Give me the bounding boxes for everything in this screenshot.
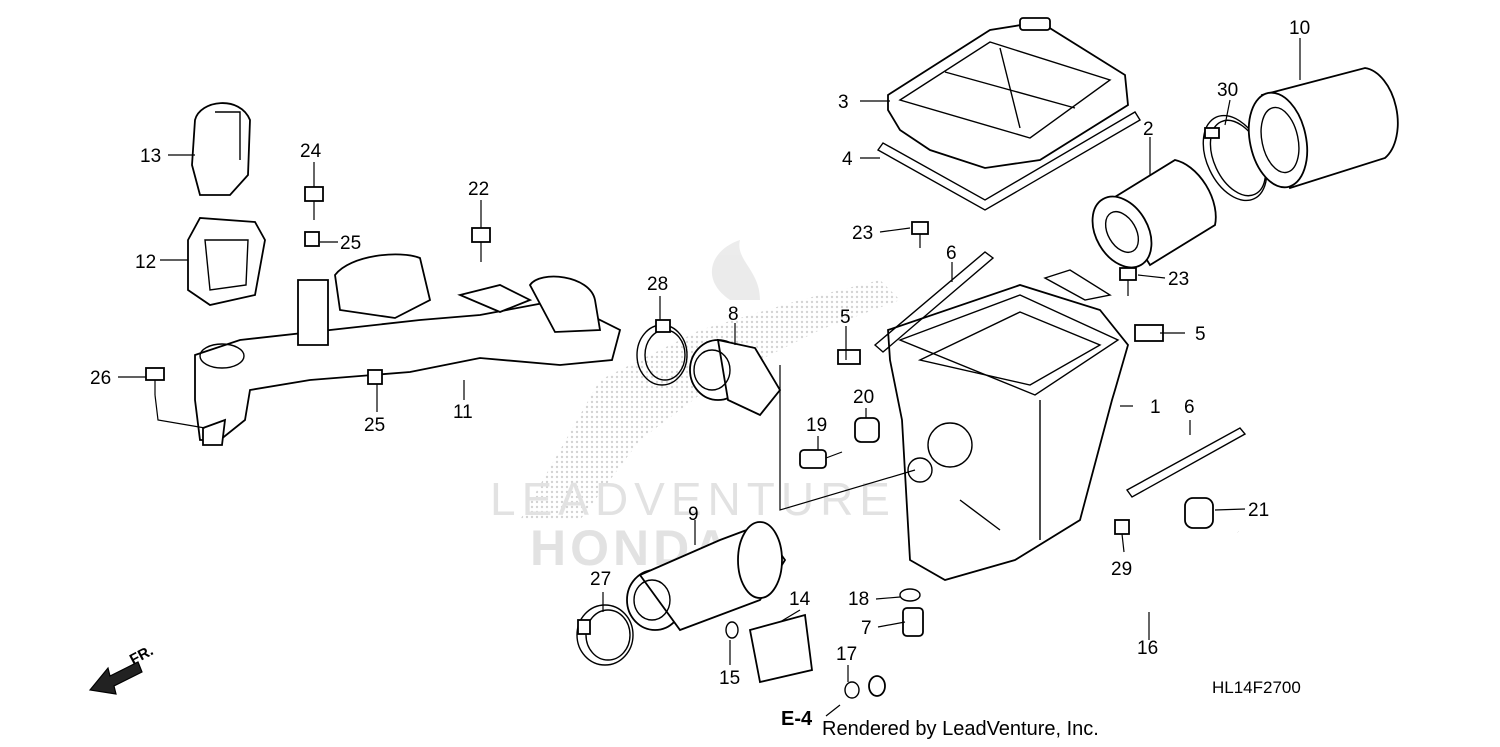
callout-13: 13 — [140, 146, 161, 167]
front-direction-arrow: FR. — [88, 642, 156, 695]
part-grommet-21 — [1184, 497, 1214, 529]
callout-5-right: 5 — [1195, 324, 1206, 345]
part-snorkel — [191, 102, 251, 196]
callout-23-right: 23 — [1168, 269, 1189, 290]
part-bolt-22 — [471, 227, 491, 262]
callout-4: 4 — [842, 149, 853, 170]
callout-14: 14 — [789, 589, 811, 610]
part-clip-18 — [899, 588, 921, 602]
part-strap-upper — [873, 251, 995, 353]
callout-25-upper: 25 — [340, 233, 361, 254]
part-clip-25-lower — [367, 369, 383, 385]
callout-24: 24 — [300, 141, 322, 162]
part-bolt-23-right — [1119, 267, 1137, 296]
part-clamp-27 — [576, 604, 634, 666]
part-cover-gasket — [876, 111, 1141, 211]
part-holder-5-right — [1134, 324, 1164, 342]
part-filter-element — [1091, 159, 1217, 269]
leader-lines — [118, 38, 1301, 682]
honda-watermark: LEADVENTURE HONDA — [490, 240, 900, 576]
part-clip-29 — [1114, 519, 1130, 535]
callout-15: 15 — [719, 668, 740, 689]
callout-18: 18 — [848, 589, 869, 610]
render-credit: Rendered by LeadVenture, Inc. — [822, 718, 1099, 740]
callout-25-lower: 25 — [364, 415, 385, 436]
part-clip-25-upper — [304, 231, 320, 247]
part-connecting-tube — [626, 521, 787, 632]
callout-5-left: 5 — [840, 307, 851, 328]
callout-9: 9 — [688, 504, 699, 525]
callout-12: 12 — [135, 252, 156, 273]
callout-10: 10 — [1289, 18, 1310, 39]
part-clamp-28 — [636, 319, 688, 386]
callout-27: 27 — [590, 569, 611, 590]
part-clip-17 — [844, 681, 860, 699]
part-drain-tube — [868, 530, 1248, 697]
callout-23-left: 23 — [852, 223, 873, 244]
part-joint — [689, 338, 782, 417]
callout-16: 16 — [1137, 638, 1158, 659]
reference-arrow — [825, 704, 841, 717]
part-air-cleaner-case — [887, 269, 1129, 581]
callout-22: 22 — [468, 179, 489, 200]
part-collar-7 — [902, 607, 924, 637]
part-holder-5-left — [837, 349, 861, 365]
callout-30: 30 — [1217, 80, 1238, 101]
callout-8: 8 — [728, 304, 739, 325]
callout-3: 3 — [838, 92, 849, 113]
part-clip-15 — [725, 621, 739, 639]
callout-26: 26 — [90, 368, 111, 389]
reference-label: E-4 — [781, 708, 813, 730]
callout-6-upper: 6 — [946, 243, 957, 264]
part-duct-seal — [187, 217, 266, 306]
front-marker-text: FR. — [127, 642, 156, 668]
callout-6-lower: 6 — [1184, 397, 1195, 418]
callout-11: 11 — [453, 402, 473, 423]
callout-2: 2 — [1143, 119, 1154, 140]
callout-17: 17 — [836, 644, 857, 665]
callout-21: 21 — [1248, 500, 1269, 521]
callout-28: 28 — [647, 274, 668, 295]
watermark-brand-text: LEADVENTURE — [490, 473, 896, 525]
callout-29: 29 — [1111, 559, 1132, 580]
part-sensor-19 — [799, 449, 843, 469]
part-cap-14 — [748, 613, 813, 684]
callout-1: 1 — [1150, 397, 1161, 418]
part-bolt-26 — [145, 367, 165, 395]
part-strap-lower — [1125, 427, 1247, 498]
part-air-cleaner-cover — [887, 17, 1129, 169]
part-grommet-20 — [854, 417, 880, 443]
part-pre-filter — [1247, 67, 1399, 190]
callout-7: 7 — [861, 618, 872, 639]
part-intake-duct — [194, 253, 622, 446]
part-bolt-23-left — [911, 221, 929, 248]
part-bolt-24 — [304, 186, 324, 220]
callout-labels: 1 2 3 4 5 5 6 6 7 8 9 10 11 12 13 14 15 … — [90, 18, 1310, 689]
drawing-code: HL14F2700 — [1212, 678, 1301, 697]
callout-19: 19 — [806, 415, 827, 436]
callout-20: 20 — [853, 387, 874, 408]
